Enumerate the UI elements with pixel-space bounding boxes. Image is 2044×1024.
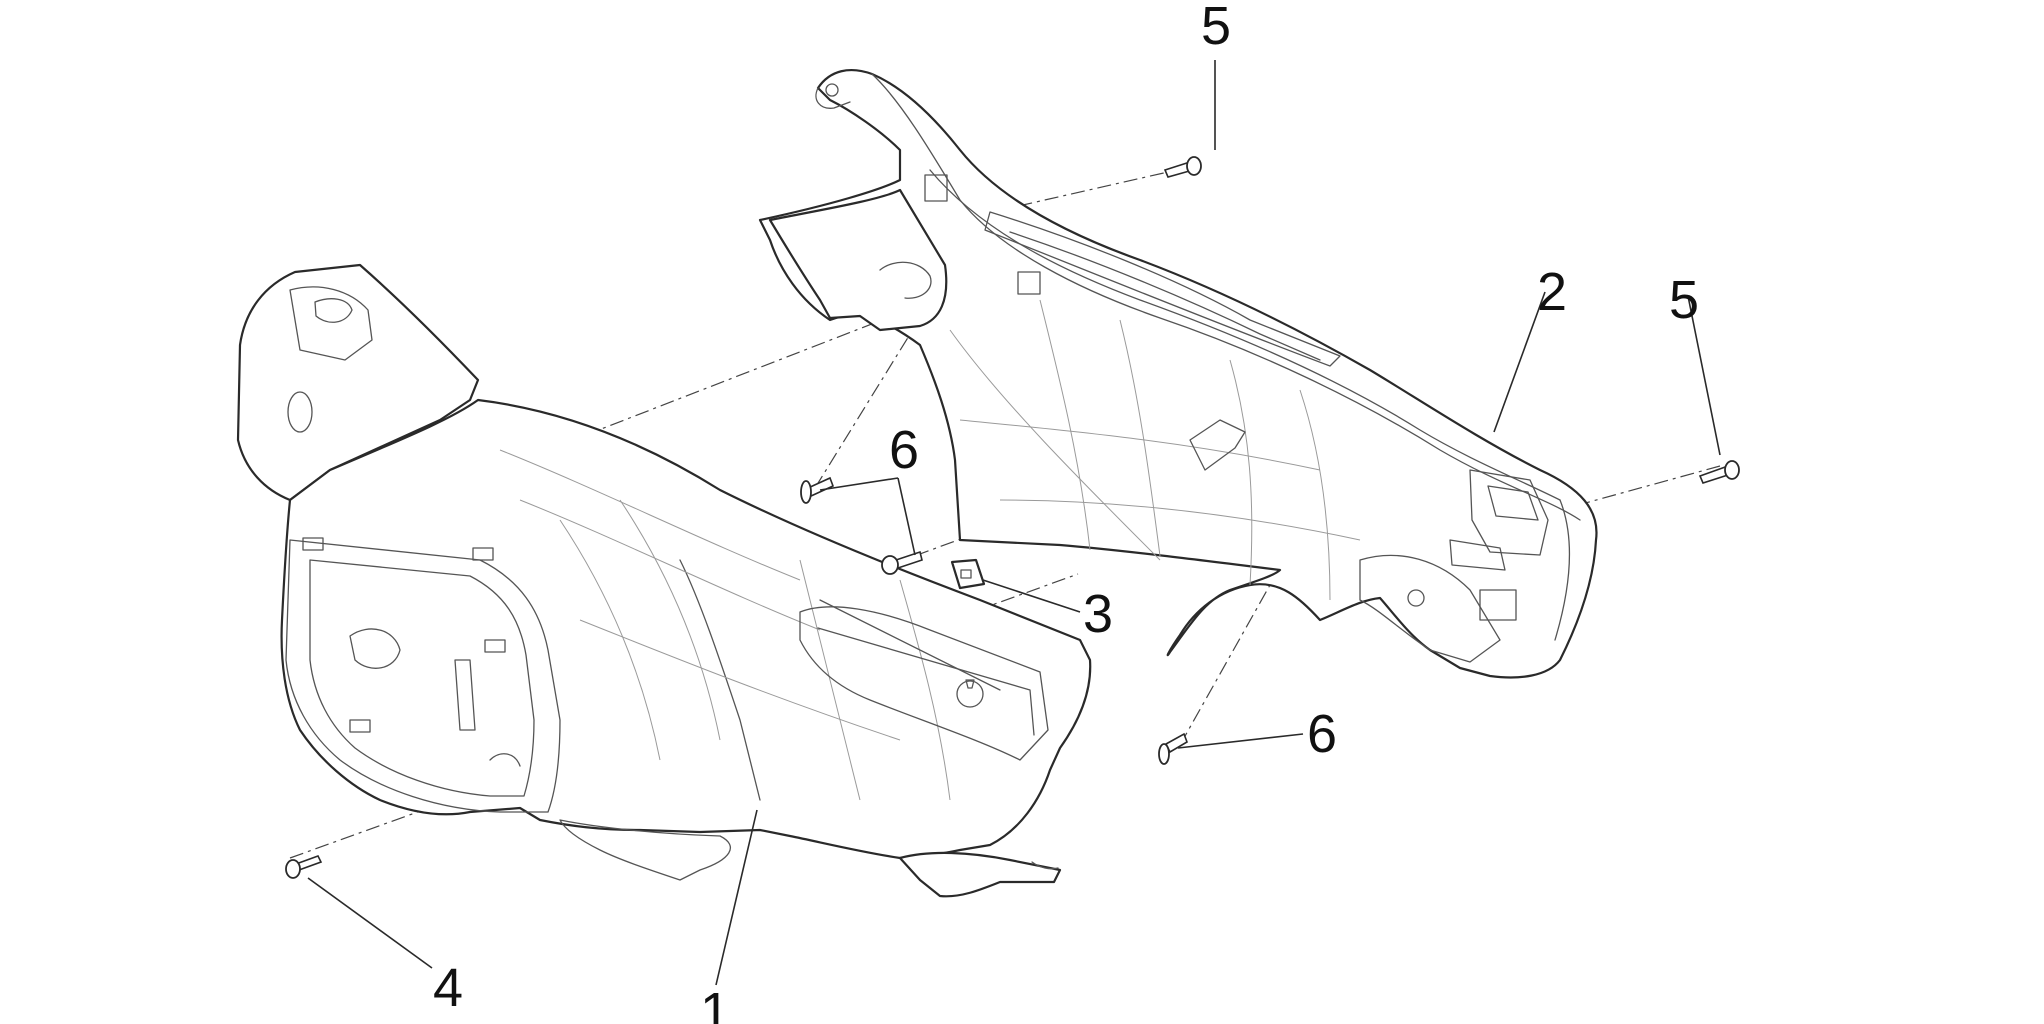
rear-cover-ear	[815, 87, 851, 109]
screw-top-head	[1186, 156, 1202, 176]
screw-six-upper	[800, 476, 835, 504]
rear-cover-slot	[984, 211, 1341, 367]
rear-shell-contour-4	[1229, 359, 1253, 586]
front-cover	[236, 263, 1092, 898]
right-end-edge	[1554, 499, 1571, 641]
rear-shell-contour-6	[959, 419, 1321, 471]
rear-cover	[758, 68, 1598, 679]
screw-right-head	[1724, 460, 1740, 480]
leader-6-lower	[1177, 733, 1304, 749]
screw-lower-right-head	[1158, 743, 1170, 765]
right-lower-window	[1479, 589, 1517, 621]
callout-6-lower: 6	[1307, 704, 1337, 764]
front-cover-left-pod	[236, 263, 480, 502]
callout-4: 4	[433, 958, 463, 1018]
front-contour-6	[799, 559, 861, 801]
rear-cover-rim	[871, 73, 1581, 521]
leader-4	[307, 877, 433, 969]
callouts: 1 2 3 4 5 5 6 6	[433, 0, 1699, 1024]
keyhole	[956, 680, 984, 708]
front-contour-1	[559, 519, 661, 761]
screw-lower-right	[1158, 732, 1188, 765]
front-contour-3	[499, 449, 801, 581]
screw-left	[285, 855, 323, 879]
right-switch-housing	[1469, 469, 1549, 556]
screw-left-head	[285, 859, 301, 879]
front-opening-rim	[285, 539, 561, 813]
inner-boss	[349, 628, 401, 669]
front-contour-7	[899, 579, 951, 801]
right-lower-housing	[1359, 554, 1501, 663]
rear-shell-contour-7	[999, 499, 1361, 541]
clip-a	[924, 174, 948, 202]
left-pod-hole	[314, 298, 353, 323]
inner-rib	[454, 659, 476, 731]
ear-hole	[825, 83, 839, 97]
right-lower-boss	[1407, 589, 1425, 607]
leader-1	[715, 809, 758, 986]
right-switch-lug	[1449, 539, 1506, 571]
screw-six-lower-head	[881, 555, 899, 575]
screw-top	[1163, 156, 1202, 178]
front-seam	[679, 559, 761, 801]
callout-5-right: 5	[1669, 270, 1699, 330]
leader-3	[982, 579, 1081, 613]
callout-3: 3	[1083, 584, 1113, 644]
front-contour-4	[519, 499, 821, 631]
left-pod-recess	[289, 286, 373, 361]
leader-6-a	[819, 477, 899, 491]
rear-cover-left-flap	[768, 188, 948, 332]
screws	[285, 156, 1740, 879]
clip-nut-body	[950, 558, 986, 590]
screw-six-lower	[881, 550, 923, 575]
leader-5-right	[1687, 295, 1721, 456]
rear-shell-contour-5	[1299, 389, 1331, 601]
axis-screw-6-upper	[814, 317, 921, 489]
screw-six-upper-head	[800, 480, 812, 504]
front-opening-inner	[309, 559, 535, 797]
clip-nut-hole	[960, 569, 972, 579]
axis-screw-5-top	[969, 166, 1191, 218]
left-pod-boss	[287, 391, 313, 433]
front-cover-bottom-tab	[898, 851, 1062, 898]
clip-nut	[950, 558, 986, 590]
right-switch-opening	[1487, 485, 1539, 521]
leader-2	[1493, 291, 1546, 433]
rim-tab-3	[484, 639, 506, 653]
rim-tab-2	[472, 547, 494, 561]
front-contour-2	[619, 499, 721, 741]
callout-2: 2	[1537, 262, 1567, 322]
leader-lines	[307, 60, 1721, 986]
rear-cover-slot-inner	[1009, 231, 1321, 361]
axis-cover-top	[559, 281, 981, 446]
recess-inner-edge	[817, 627, 1035, 736]
front-cover-underside	[559, 819, 732, 881]
rim-tab-4	[349, 719, 371, 733]
flap-boss	[879, 261, 932, 299]
screw-right	[1698, 460, 1740, 484]
leader-6-b	[897, 477, 916, 556]
callout-5-top: 5	[1201, 0, 1231, 56]
clip-b	[1017, 271, 1041, 295]
callout-6-center: 6	[889, 420, 919, 480]
rim-tab-1	[302, 537, 324, 551]
keyhole-notch	[965, 679, 975, 689]
screw-six-lower-shank	[895, 550, 923, 570]
front-contour-5	[579, 619, 901, 741]
rear-shell-contour-2	[1039, 299, 1091, 551]
inner-lip	[489, 753, 521, 767]
front-upper-ridge	[819, 599, 1001, 691]
callout-1: 1	[700, 982, 730, 1024]
bottom-tab-hook	[1031, 861, 1059, 870]
rear-center-fin	[1189, 419, 1246, 471]
front-right-recess	[799, 606, 1049, 761]
rear-shell-contour-1	[949, 329, 1161, 561]
